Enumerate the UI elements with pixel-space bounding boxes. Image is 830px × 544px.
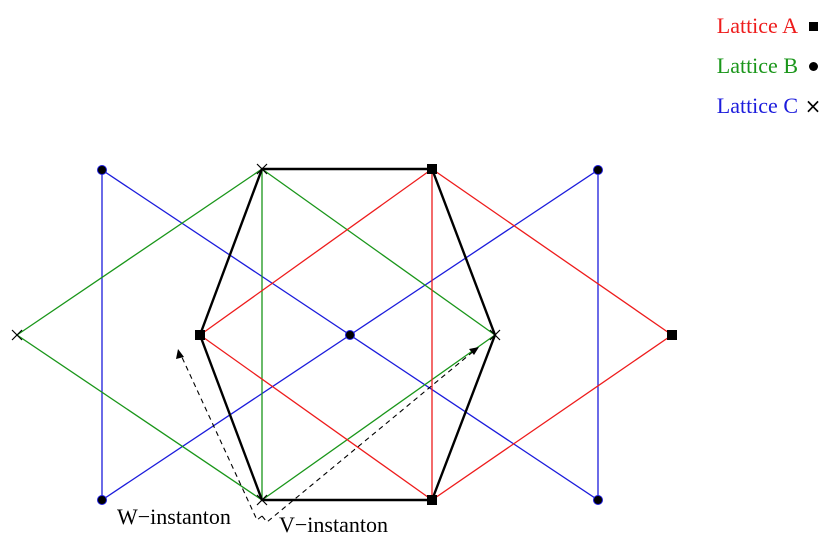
circle-icon	[806, 61, 820, 71]
legend: Lattice A Lattice B Lattice C ×	[670, 6, 822, 126]
lattice-a-markers	[195, 164, 677, 505]
lattice-b-markers	[97, 165, 603, 505]
lattice-b-site	[593, 495, 603, 505]
lattice-c-lines	[101, 168, 599, 502]
instanton-arrows	[179, 349, 476, 523]
lattice-c-site	[256, 163, 268, 175]
lattice-a-site	[195, 330, 205, 340]
lattice-c-triangle-right	[348, 168, 599, 502]
lattice-a-site	[667, 330, 677, 340]
legend-label-lattice-a: Lattice A	[716, 13, 798, 38]
lattice-a-lines	[199, 167, 674, 502]
v-instanton-arrowhead	[469, 347, 479, 355]
lattice-c-site	[11, 329, 23, 341]
lattice-c-site	[489, 329, 501, 341]
lattice-b-line-upper	[261, 168, 496, 336]
lattice-c-triangle-left	[101, 168, 352, 502]
lattice-b-line-lower	[261, 334, 496, 501]
legend-item-lattice-b: Lattice B	[670, 46, 820, 86]
legend-label-lattice-c: Lattice C	[716, 93, 798, 118]
v-instanton-label: V−instanton	[279, 512, 388, 537]
legend-item-lattice-a: Lattice A	[670, 6, 820, 46]
lattice-a-line-upper	[199, 168, 433, 336]
lattice-b-site	[97, 165, 107, 175]
lattice-a-line-lower	[199, 334, 433, 501]
legend-item-lattice-c: Lattice C ×	[670, 86, 822, 126]
lattice-a-diamond	[431, 167, 674, 502]
cross-icon: ×	[804, 94, 822, 118]
lattice-a-site	[427, 164, 437, 174]
lattice-a-site	[427, 495, 437, 505]
lattice-b-site	[345, 330, 355, 340]
square-icon	[806, 21, 820, 31]
lattice-b-site	[97, 495, 107, 505]
lattice-c-site	[256, 494, 268, 506]
w-instanton-arrowhead	[176, 349, 184, 359]
arrow-heads	[176, 347, 479, 359]
lattice-b-lines	[15, 167, 496, 502]
legend-label-lattice-b: Lattice B	[716, 53, 798, 78]
lattice-c-markers	[11, 163, 501, 506]
lattice-b-diamond	[15, 167, 263, 502]
w-instanton-arrow	[179, 352, 263, 521]
v-instanton-arrow	[261, 349, 476, 523]
w-instanton-label: W−instanton	[117, 504, 231, 529]
lattice-b-site	[593, 165, 603, 175]
